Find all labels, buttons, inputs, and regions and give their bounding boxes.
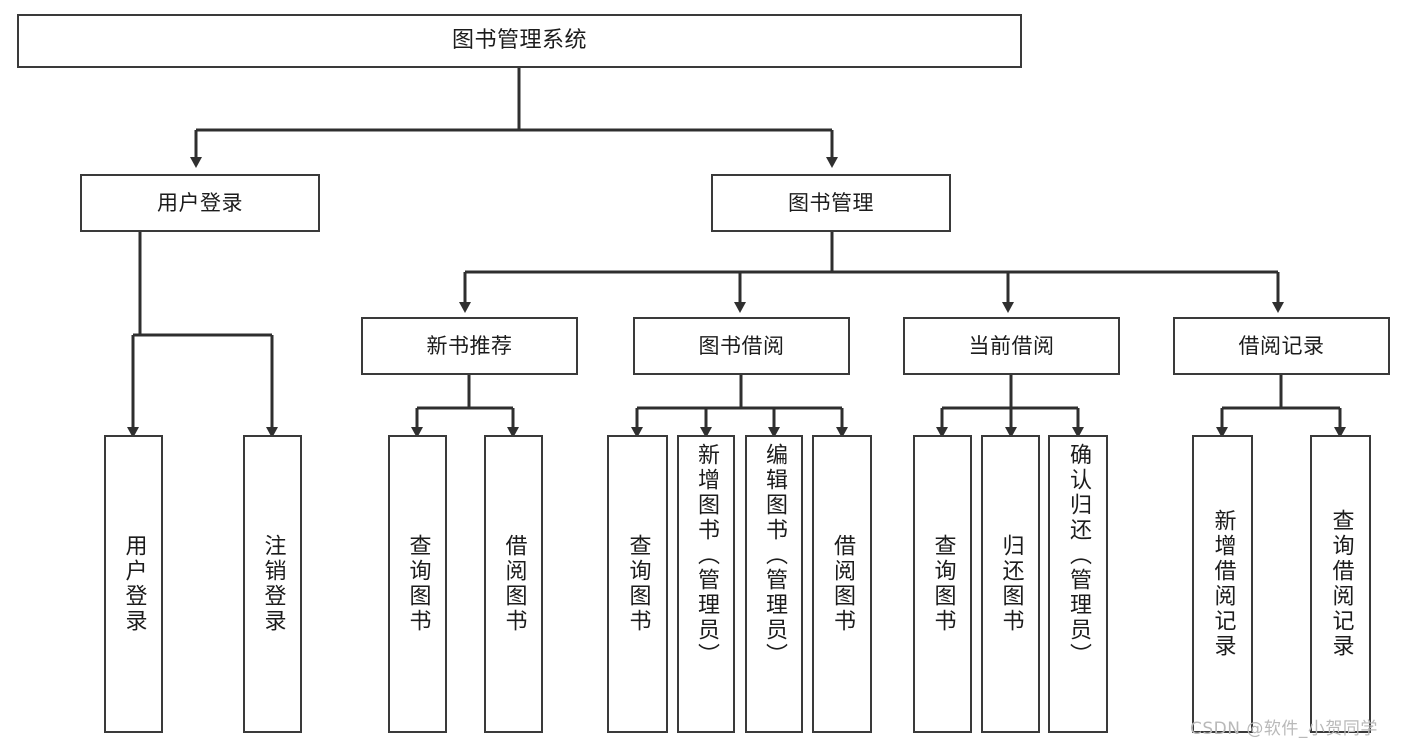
node-book-management[interactable]: 图书管理 xyxy=(711,174,951,232)
node-label: 查询图书 xyxy=(625,534,651,634)
node-label: 确认归还（管理员） xyxy=(1066,443,1091,668)
node-book-borrow[interactable]: 图书借阅 xyxy=(633,317,850,375)
node-leaf-logout-login[interactable]: 注销登录 xyxy=(243,435,302,733)
node-label: 用户登录 xyxy=(121,534,147,634)
node-label: 图书管理 xyxy=(788,190,874,215)
node-leaf-user-login[interactable]: 用户登录 xyxy=(104,435,163,733)
node-leaf-query-book-current[interactable]: 查询图书 xyxy=(913,435,972,733)
node-label: 新增图书（管理员） xyxy=(694,443,719,668)
node-label: 借阅图书 xyxy=(830,534,855,634)
csdn-watermark: CSDN @软件_小贺同学 xyxy=(1190,719,1378,739)
node-leaf-edit-book[interactable]: 编辑图书（管理员） xyxy=(745,435,803,733)
node-label: 用户登录 xyxy=(157,190,243,215)
node-leaf-add-borrow-record[interactable]: 新增借阅记录 xyxy=(1192,435,1253,733)
node-label: 注销登录 xyxy=(260,534,286,634)
node-leaf-confirm-return[interactable]: 确认归还（管理员） xyxy=(1048,435,1108,733)
node-label: 查询借阅记录 xyxy=(1328,509,1354,659)
node-label: 借阅记录 xyxy=(1238,333,1325,358)
node-leaf-borrow-book[interactable]: 借阅图书 xyxy=(812,435,872,733)
node-label: 查询图书 xyxy=(405,534,431,634)
node-leaf-query-borrow-record[interactable]: 查询借阅记录 xyxy=(1310,435,1371,733)
node-label: 新增借阅记录 xyxy=(1210,509,1236,659)
node-current-borrow[interactable]: 当前借阅 xyxy=(903,317,1120,375)
node-leaf-borrow-book-recommend[interactable]: 借阅图书 xyxy=(484,435,543,733)
node-label: 当前借阅 xyxy=(968,333,1055,358)
node-leaf-query-book-recommend[interactable]: 查询图书 xyxy=(388,435,447,733)
node-leaf-query-book-borrow[interactable]: 查询图书 xyxy=(607,435,668,733)
node-label: 查询图书 xyxy=(930,534,956,634)
node-label: 图书管理系统 xyxy=(451,28,587,54)
node-label: 新书推荐 xyxy=(426,333,513,358)
node-leaf-return-book[interactable]: 归还图书 xyxy=(981,435,1040,733)
node-borrow-record[interactable]: 借阅记录 xyxy=(1173,317,1390,375)
node-label: 借阅图书 xyxy=(501,534,527,634)
node-user-login[interactable]: 用户登录 xyxy=(80,174,320,232)
node-new-book-recommend[interactable]: 新书推荐 xyxy=(361,317,578,375)
node-leaf-add-book[interactable]: 新增图书（管理员） xyxy=(677,435,735,733)
node-label: 编辑图书（管理员） xyxy=(762,443,787,668)
node-root-system[interactable]: 图书管理系统 xyxy=(17,14,1022,68)
node-label: 归还图书 xyxy=(998,534,1024,634)
node-label: 图书借阅 xyxy=(698,333,785,358)
